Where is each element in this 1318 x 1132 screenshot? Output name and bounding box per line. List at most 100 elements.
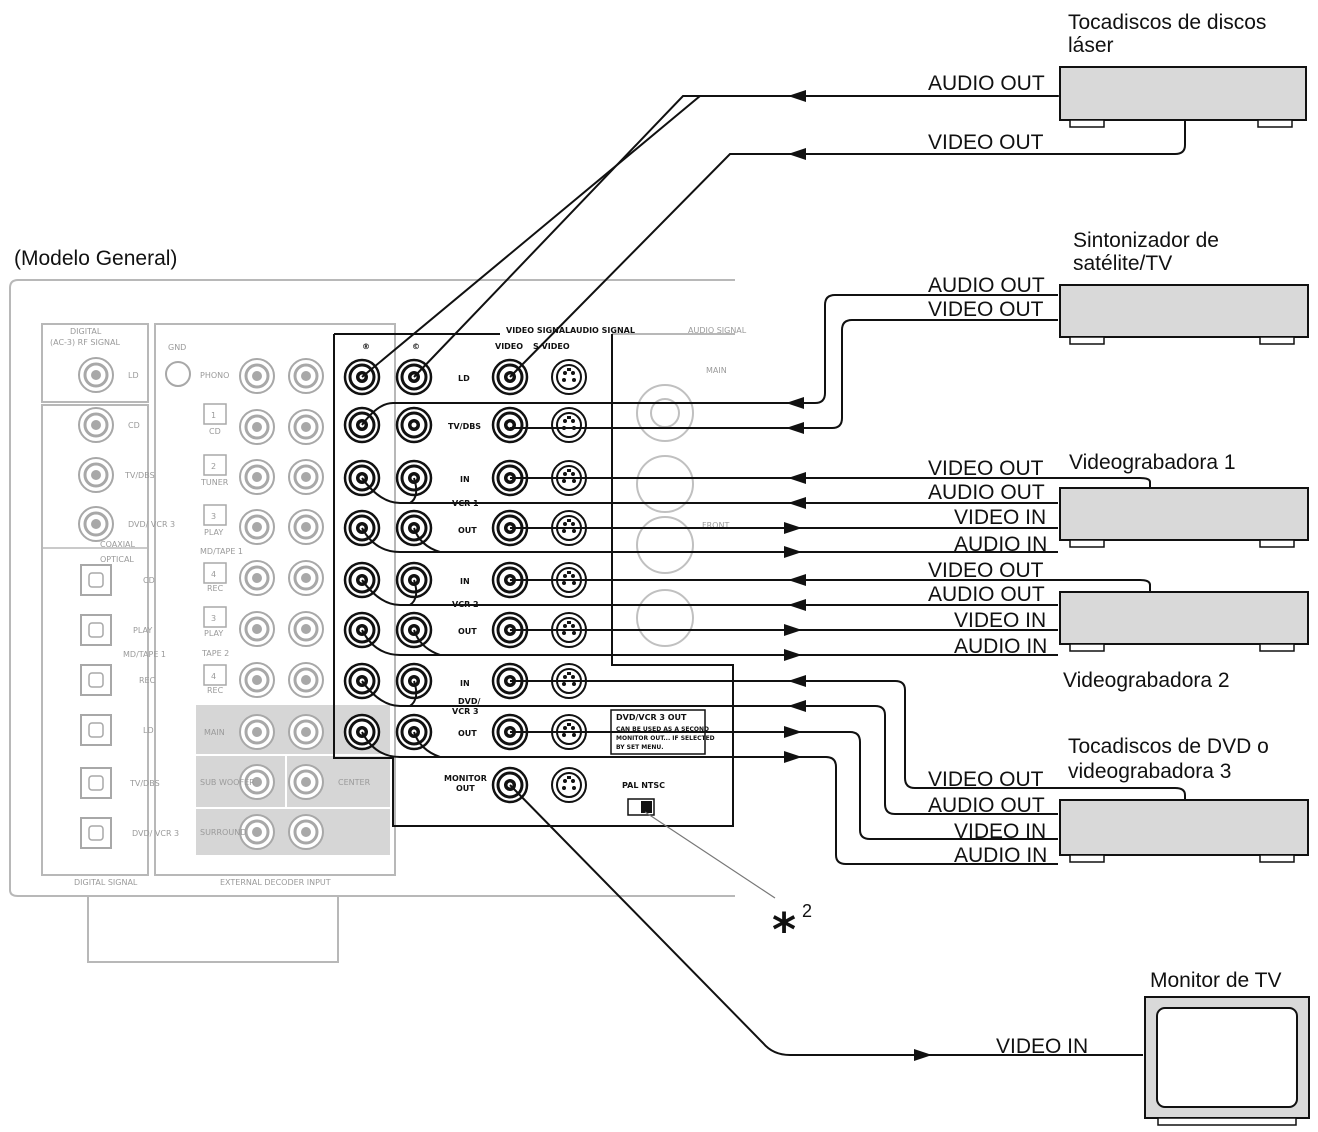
mdtape1b-label: MD/TAPE 1 [200,547,243,556]
opt-label-4: TV/DBS [129,779,160,788]
opt-label-2: REC [139,676,156,685]
dvd-device [1059,799,1309,863]
dvd-title-1: Tocadiscos de DVD o [1068,735,1269,758]
monitor-out-2: OUT [456,784,475,793]
dvd-audio-out: AUDIO OUT [928,794,1045,817]
row-label-in1: IN [460,475,470,484]
note-star: * [772,903,796,957]
ld-player-title-1: Tocadiscos de discos [1068,11,1266,34]
audio-num-1: 2 [211,462,216,471]
row-label-out3: OUT [458,729,477,738]
audio-row-5: PLAY [204,629,223,638]
row-label-in2: IN [460,577,470,586]
row-label-in3: IN [460,679,470,688]
ld-video-out: VIDEO OUT [928,131,1044,154]
coax-label-1: CD [128,421,140,430]
dvd-title-2: videograbadora 3 [1068,760,1231,783]
audio-row-4: REC [207,584,224,593]
audio-row-1: CD [209,427,221,436]
svideo-col-label: S VIDEO [533,342,570,351]
cables [361,90,1186,1061]
sat-video-out: VIDEO OUT [928,298,1044,321]
coax-label-0: LD [128,371,139,380]
coax-cd-jack-icon [77,406,115,444]
audio-r-jacks [343,358,381,751]
vcr1-audio-out: AUDIO OUT [928,481,1045,504]
opt-label-5: DVD/ VCR 3 [132,829,179,838]
tape2-label: TAPE 2 [201,649,229,658]
ld-audio-out: AUDIO OUT [928,72,1045,95]
digital-signal-label: DIGITAL SIGNAL [74,878,138,887]
receiver-rear-panel: DIGITAL (AC-3) RF SIGNAL GND LD CD TV/DB… [9,279,747,963]
audio-row-3: PLAY [204,528,223,537]
opt-label-3: LD [143,726,154,735]
optical-dvd-jack-icon [80,817,112,849]
coax-dvd-jack-icon [77,505,115,543]
note-number: 2 [802,901,812,921]
gnd-terminal-icon [165,361,191,387]
dvd-note-1: CAN BE USED AS A SECOND [616,726,709,733]
pal-ntsc-label: PAL NTSC [622,781,665,790]
optical-rec-jack-icon [80,664,112,696]
coaxial-label: COAXIAL [100,540,136,549]
audio-row-6: REC [207,686,224,695]
coax-label-3: DVD/ VCR 3 [128,520,175,529]
opt-label-1: PLAY [133,626,152,635]
optical-ld-jack-icon [80,714,112,746]
vcr2-device [1059,591,1309,652]
dvd-video-in: VIDEO IN [954,820,1046,843]
digital-label: DIGITAL [70,327,102,336]
dvd-note-3: BY SET MENU. [616,744,664,751]
vcr1-video-in: VIDEO IN [954,506,1046,529]
monitor-out-1: MONITOR [444,774,487,783]
audio-l-jacks [395,358,433,751]
dvd-audio-in: AUDIO IN [954,844,1047,867]
opt-label-0: CD [143,576,155,585]
vcr2-audio-out: AUDIO OUT [928,583,1045,606]
svg-text:©: © [412,342,420,351]
video-col-label: VIDEO [495,342,523,351]
monitor-video-in: VIDEO IN [996,1035,1088,1058]
coax-label-2: TV/DBS [124,471,155,480]
audio-num-0: 1 [211,411,216,420]
sat-audio-out: AUDIO OUT [928,274,1045,297]
vcr2-audio-in: AUDIO IN [954,635,1047,658]
vcr2-video-out: VIDEO OUT [928,559,1044,582]
dvd-label-2: VCR 3 [452,707,479,716]
dvd-note-2: MONITOR OUT... IF SELECTED [616,735,715,742]
optical-play-jack-icon [80,614,112,646]
audio-num-2: 3 [211,512,216,521]
tv-monitor-device [1144,996,1310,1126]
audio-num-4: 3 [211,614,216,623]
audio-num-3: 4 [211,570,216,579]
ext-decoder-label: EXTERNAL DECODER INPUT [220,878,331,887]
mdtape1-label: MD/TAPE 1 [123,650,166,659]
vcr2-title: Videograbadora 2 [1063,669,1230,692]
monitor-title: Monitor de TV [1150,969,1282,992]
optical-label: OPTICAL [100,555,134,564]
audio-num-5: 4 [211,672,216,681]
main-speaker-label: MAIN [706,366,727,375]
row-label-out1: OUT [458,526,477,535]
vcr2-video-in: VIDEO IN [954,609,1046,632]
audio-signal-label: AUDIO SIGNAL [570,326,635,335]
dvd-label-1: DVD/ [458,697,480,706]
coax-ld-jack-icon [77,356,115,394]
front-speaker-label: FRONT [702,521,729,530]
sat-tuner-title-1: Sintonizador de [1073,229,1219,252]
ac3-label: (AC-3) RF SIGNAL [50,338,120,347]
coax-tvdbs-jack-icon [77,456,115,494]
sat-tuner-title-2: satélite/TV [1073,252,1172,275]
dvd-video-out: VIDEO OUT [928,768,1044,791]
video-signal-label: VIDEO SIGNAL [506,326,570,335]
phono-label: PHONO [200,371,229,380]
main2-label: MAIN [204,728,225,737]
vcr1-video-out: VIDEO OUT [928,457,1044,480]
svg-text:®: ® [362,342,370,351]
audio-row-2: TUNER [200,478,229,487]
vcr1-title: Videograbadora 1 [1069,451,1236,474]
center-label: CENTER [338,778,371,787]
sat-tuner-device [1059,284,1309,345]
optical-tvdbs-jack-icon [80,767,112,799]
